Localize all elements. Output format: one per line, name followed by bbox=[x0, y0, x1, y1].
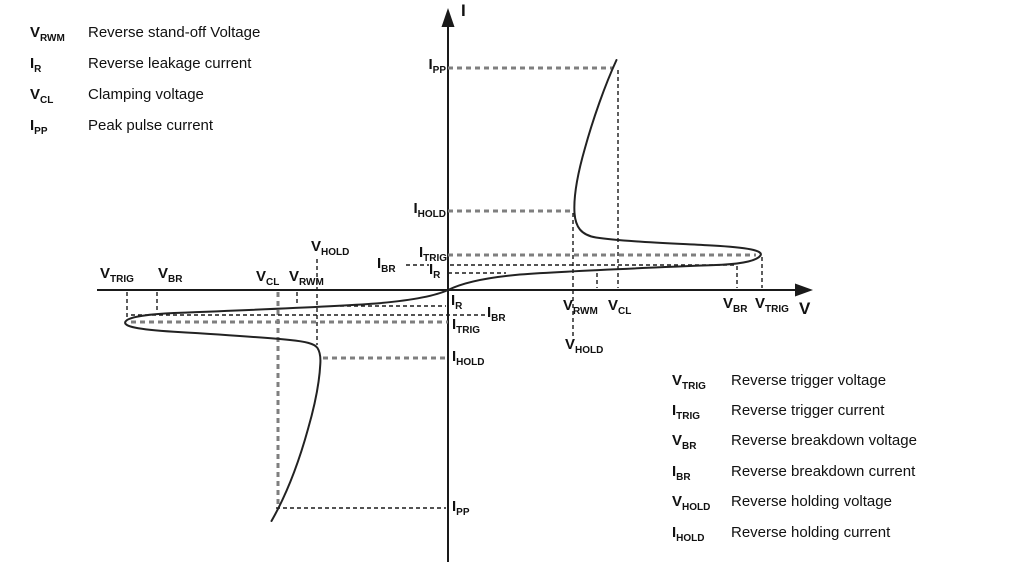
iv-curve-negative bbox=[124, 289, 449, 522]
legend-description: Reverse holding voltage bbox=[731, 493, 892, 510]
legend-item-vhold: VHOLD Reverse holding voltage bbox=[672, 493, 892, 513]
legend-item-ibr: IBR Reverse breakdown current bbox=[672, 463, 916, 483]
label-ipp-top: IPP bbox=[428, 56, 446, 76]
label-ir-bottom: IR bbox=[451, 292, 463, 312]
label-vbr-left: VBR bbox=[158, 265, 183, 285]
x-axis-arrow-icon bbox=[795, 283, 813, 297]
legend-description: Reverse breakdown voltage bbox=[731, 432, 917, 449]
label-vrwm-right: VRWM bbox=[563, 297, 598, 317]
legend-item-ipp: IPP Peak pulse current bbox=[30, 117, 214, 137]
legend-symbol: VTRIG bbox=[672, 372, 706, 392]
label-vcl-left: VCL bbox=[256, 268, 280, 288]
label-vtrig-right: VTRIG bbox=[755, 295, 789, 315]
label-ihold-top: IHOLD bbox=[413, 200, 446, 220]
label-itrig-bottom: ITRIG bbox=[452, 316, 481, 336]
label-vcl-right: VCL bbox=[608, 297, 632, 317]
legend-description: Clamping voltage bbox=[88, 86, 204, 103]
legend-item-vbr: VBR Reverse breakdown voltage bbox=[672, 432, 917, 452]
label-vtrig-left: VTRIG bbox=[100, 265, 134, 285]
label-ihold-bottom: IHOLD bbox=[452, 348, 485, 368]
legend-item-ihold: IHOLD Reverse holding current bbox=[672, 524, 891, 544]
legend-description: Reverse stand-off Voltage bbox=[88, 24, 261, 41]
label-vbr-right: VBR bbox=[723, 295, 748, 315]
label-itrig-top: ITRIG bbox=[418, 244, 447, 264]
legend-symbol: VRWM bbox=[30, 24, 65, 44]
label-ibr-top: IBR bbox=[377, 255, 396, 275]
x-axis-label: V bbox=[799, 299, 811, 318]
legend-symbol: VBR bbox=[672, 432, 697, 452]
legend-item-itrig: ITRIG Reverse trigger current bbox=[672, 402, 885, 422]
label-vhold-left: VHOLD bbox=[311, 238, 350, 258]
legend-symbol: IHOLD bbox=[672, 524, 705, 544]
legend-symbol: VCL bbox=[30, 86, 54, 106]
legend-description: Reverse trigger current bbox=[731, 402, 885, 419]
legend-symbol: IBR bbox=[672, 463, 691, 483]
y-axis-arrow-icon bbox=[441, 8, 455, 27]
legend-symbol: IR bbox=[30, 55, 42, 75]
legend-item-vrwm: VRWM Reverse stand-off Voltage bbox=[30, 24, 261, 44]
legend-description: Reverse breakdown current bbox=[731, 463, 916, 480]
legend-item-ir: IR Reverse leakage current bbox=[30, 55, 252, 75]
legend-description: Reverse holding current bbox=[731, 524, 891, 541]
legend-symbol: IPP bbox=[30, 117, 48, 137]
legend-symbol: ITRIG bbox=[672, 402, 701, 422]
legend-description: Reverse leakage current bbox=[88, 55, 252, 72]
label-ibr-bottom: IBR bbox=[487, 304, 506, 324]
legend-description: Peak pulse current bbox=[88, 117, 214, 134]
legend-item-vtrig: VTRIG Reverse trigger voltage bbox=[672, 372, 887, 392]
label-vrwm-left: VRWM bbox=[289, 268, 324, 288]
label-ipp-bottom: IPP bbox=[452, 498, 470, 518]
legend-item-vcl: VCL Clamping voltage bbox=[30, 86, 204, 106]
y-axis-label: I bbox=[461, 1, 466, 20]
iv-curve-positive bbox=[447, 59, 762, 291]
legend-symbol: VHOLD bbox=[672, 493, 711, 513]
legend-description: Reverse trigger voltage bbox=[731, 372, 887, 389]
label-ir-top: IR bbox=[429, 261, 441, 281]
label-vhold-right: VHOLD bbox=[565, 336, 604, 356]
